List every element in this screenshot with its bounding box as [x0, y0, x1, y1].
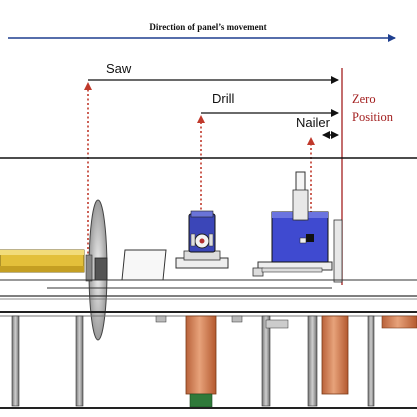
saw-blade	[85, 199, 108, 341]
nailer-label: Nailer	[296, 115, 331, 130]
support-legs	[11, 315, 375, 407]
panel-sheet	[121, 249, 167, 281]
orange-motors	[185, 315, 417, 408]
clamp-details	[155, 315, 289, 329]
saw-label: Saw	[106, 61, 132, 76]
drill-label: Drill	[212, 91, 234, 106]
zero-position-label-line2: Position	[352, 110, 394, 124]
zero-position-label-line1: Zero	[352, 92, 376, 106]
direction-title: Direction of panel’s movement	[149, 22, 266, 32]
infeed-panel	[0, 249, 85, 273]
machine-table	[0, 267, 417, 317]
drill-unit	[175, 210, 229, 269]
nailer-unit	[252, 171, 343, 283]
